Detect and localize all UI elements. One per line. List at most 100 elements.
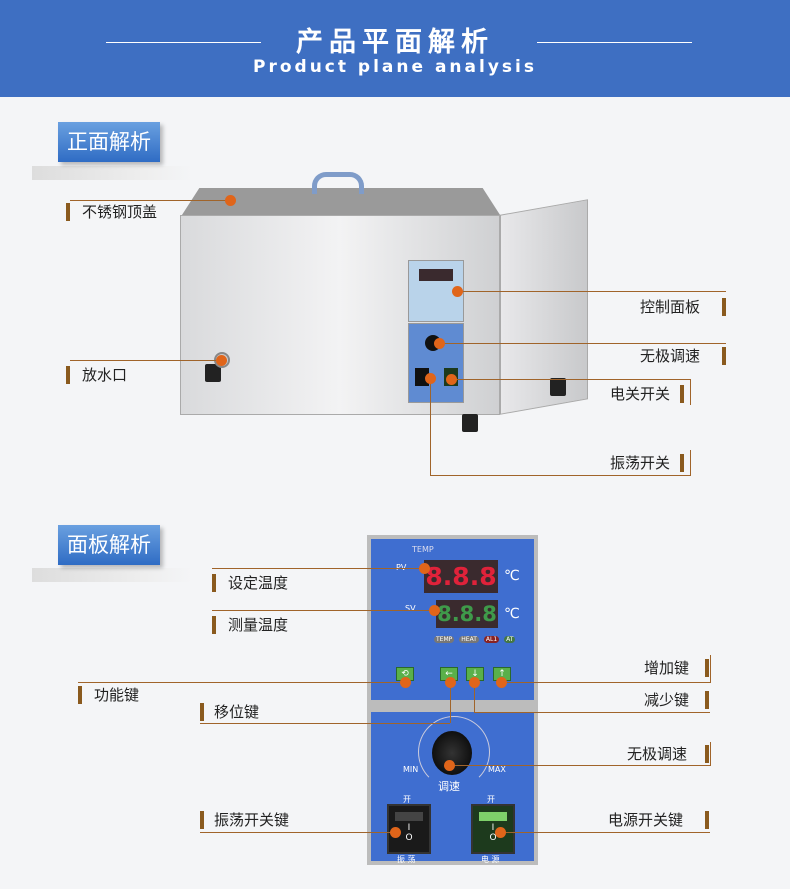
indicator-leds: TEMP HEAT AL1 AT — [434, 636, 516, 643]
led-temp: TEMP — [434, 636, 455, 643]
leader-line — [430, 475, 690, 476]
shake-label: 振 荡 — [397, 855, 416, 864]
leader-line — [690, 379, 691, 405]
marker — [66, 203, 70, 221]
marker — [212, 574, 216, 592]
power-label: 电 源 — [481, 855, 500, 864]
label-increase: 增加键 — [644, 659, 690, 677]
max-label: MAX — [488, 765, 506, 774]
marker-dot — [495, 827, 506, 838]
switch-i: I — [407, 823, 411, 833]
leader-line — [78, 682, 405, 683]
sv-label: SV — [405, 604, 416, 613]
label-shift: 移位键 — [214, 703, 260, 721]
leader-line — [474, 682, 475, 712]
marker-dot — [400, 677, 411, 688]
shake-on-label: 开 — [403, 795, 411, 804]
label-function: 功能键 — [94, 686, 140, 704]
leader-line — [212, 610, 434, 611]
foot — [550, 378, 566, 396]
marker — [705, 659, 709, 677]
marker — [680, 385, 684, 403]
marker — [705, 811, 709, 829]
switch-o: O — [489, 833, 497, 843]
marker-dot — [216, 355, 227, 366]
led-heat: HEAT — [459, 636, 479, 643]
power-on-label: 开 — [487, 795, 495, 804]
pv-display: 8.8.8 — [424, 560, 498, 593]
page-subtitle: Product plane analysis — [253, 57, 537, 77]
leader-line — [440, 343, 726, 344]
switch-panel-front — [408, 323, 464, 403]
leader-line — [710, 655, 711, 683]
switch-o: O — [405, 833, 413, 843]
led-al1: AL1 — [483, 636, 500, 643]
marker — [705, 745, 709, 763]
marker — [705, 691, 709, 709]
marker — [200, 811, 204, 829]
leader-line — [200, 723, 450, 724]
label-lid: 不锈钢顶盖 — [82, 203, 158, 221]
bath-side — [500, 199, 588, 415]
marker-dot — [444, 760, 455, 771]
front-display — [419, 269, 453, 281]
leader-line — [200, 832, 395, 833]
marker-dot — [419, 563, 430, 574]
page-title: 产品平面解析 — [296, 27, 494, 58]
speed-text: 调速 — [438, 780, 460, 793]
marker-dot — [425, 373, 436, 384]
leader-line — [70, 200, 230, 201]
marker-dot — [225, 195, 236, 206]
panel-divider — [367, 700, 538, 712]
lid-handle — [312, 172, 364, 194]
leader-line — [212, 568, 424, 569]
marker-dot — [434, 338, 445, 349]
leader-line — [70, 360, 222, 361]
marker — [680, 454, 684, 472]
speed-dial-arc — [418, 716, 490, 788]
divider — [537, 42, 692, 43]
marker — [78, 686, 82, 704]
marker — [66, 366, 70, 384]
temp-label: TEMP — [412, 545, 434, 554]
marker — [212, 616, 216, 634]
label-measure-temp: 测量温度 — [228, 616, 289, 634]
pv-unit: ℃ — [504, 568, 520, 584]
marker — [200, 703, 204, 721]
led-at: AT — [504, 636, 516, 643]
label-decrease: 减少键 — [644, 691, 690, 709]
marker-dot — [390, 827, 401, 838]
label-shake-key: 振荡开关键 — [214, 811, 290, 829]
control-panel-front — [408, 260, 464, 322]
leader-line — [452, 379, 690, 380]
switch-i: I — [491, 823, 495, 833]
label-drain: 放水口 — [82, 366, 128, 384]
label-control-panel: 控制面板 — [640, 298, 701, 316]
label-power-switch: 电关开关 — [610, 385, 671, 403]
marker-dot — [469, 677, 480, 688]
label-speed-panel: 无极调速 — [627, 745, 688, 763]
leader-line — [458, 291, 726, 292]
leader-line — [502, 682, 710, 683]
label-speed: 无极调速 — [640, 347, 701, 365]
divider — [106, 42, 261, 43]
marker-dot — [446, 374, 457, 385]
foot — [205, 364, 221, 382]
sv-display: 8.8.8 — [436, 600, 498, 628]
leader-line — [450, 765, 710, 766]
section-tag-panel: 面板解析 — [58, 525, 160, 565]
leader-line — [500, 832, 710, 833]
sv-unit: ℃ — [504, 606, 520, 622]
pv-label: PV — [396, 563, 406, 572]
marker — [722, 298, 726, 316]
marker-dot — [496, 677, 507, 688]
marker-dot — [445, 677, 456, 688]
marker-dot — [429, 605, 440, 616]
foot — [462, 414, 478, 432]
tag-shadow — [32, 166, 192, 180]
marker — [722, 347, 726, 365]
header-banner — [0, 0, 790, 97]
min-label: MIN — [403, 765, 419, 774]
label-set-temp: 设定温度 — [228, 574, 289, 592]
